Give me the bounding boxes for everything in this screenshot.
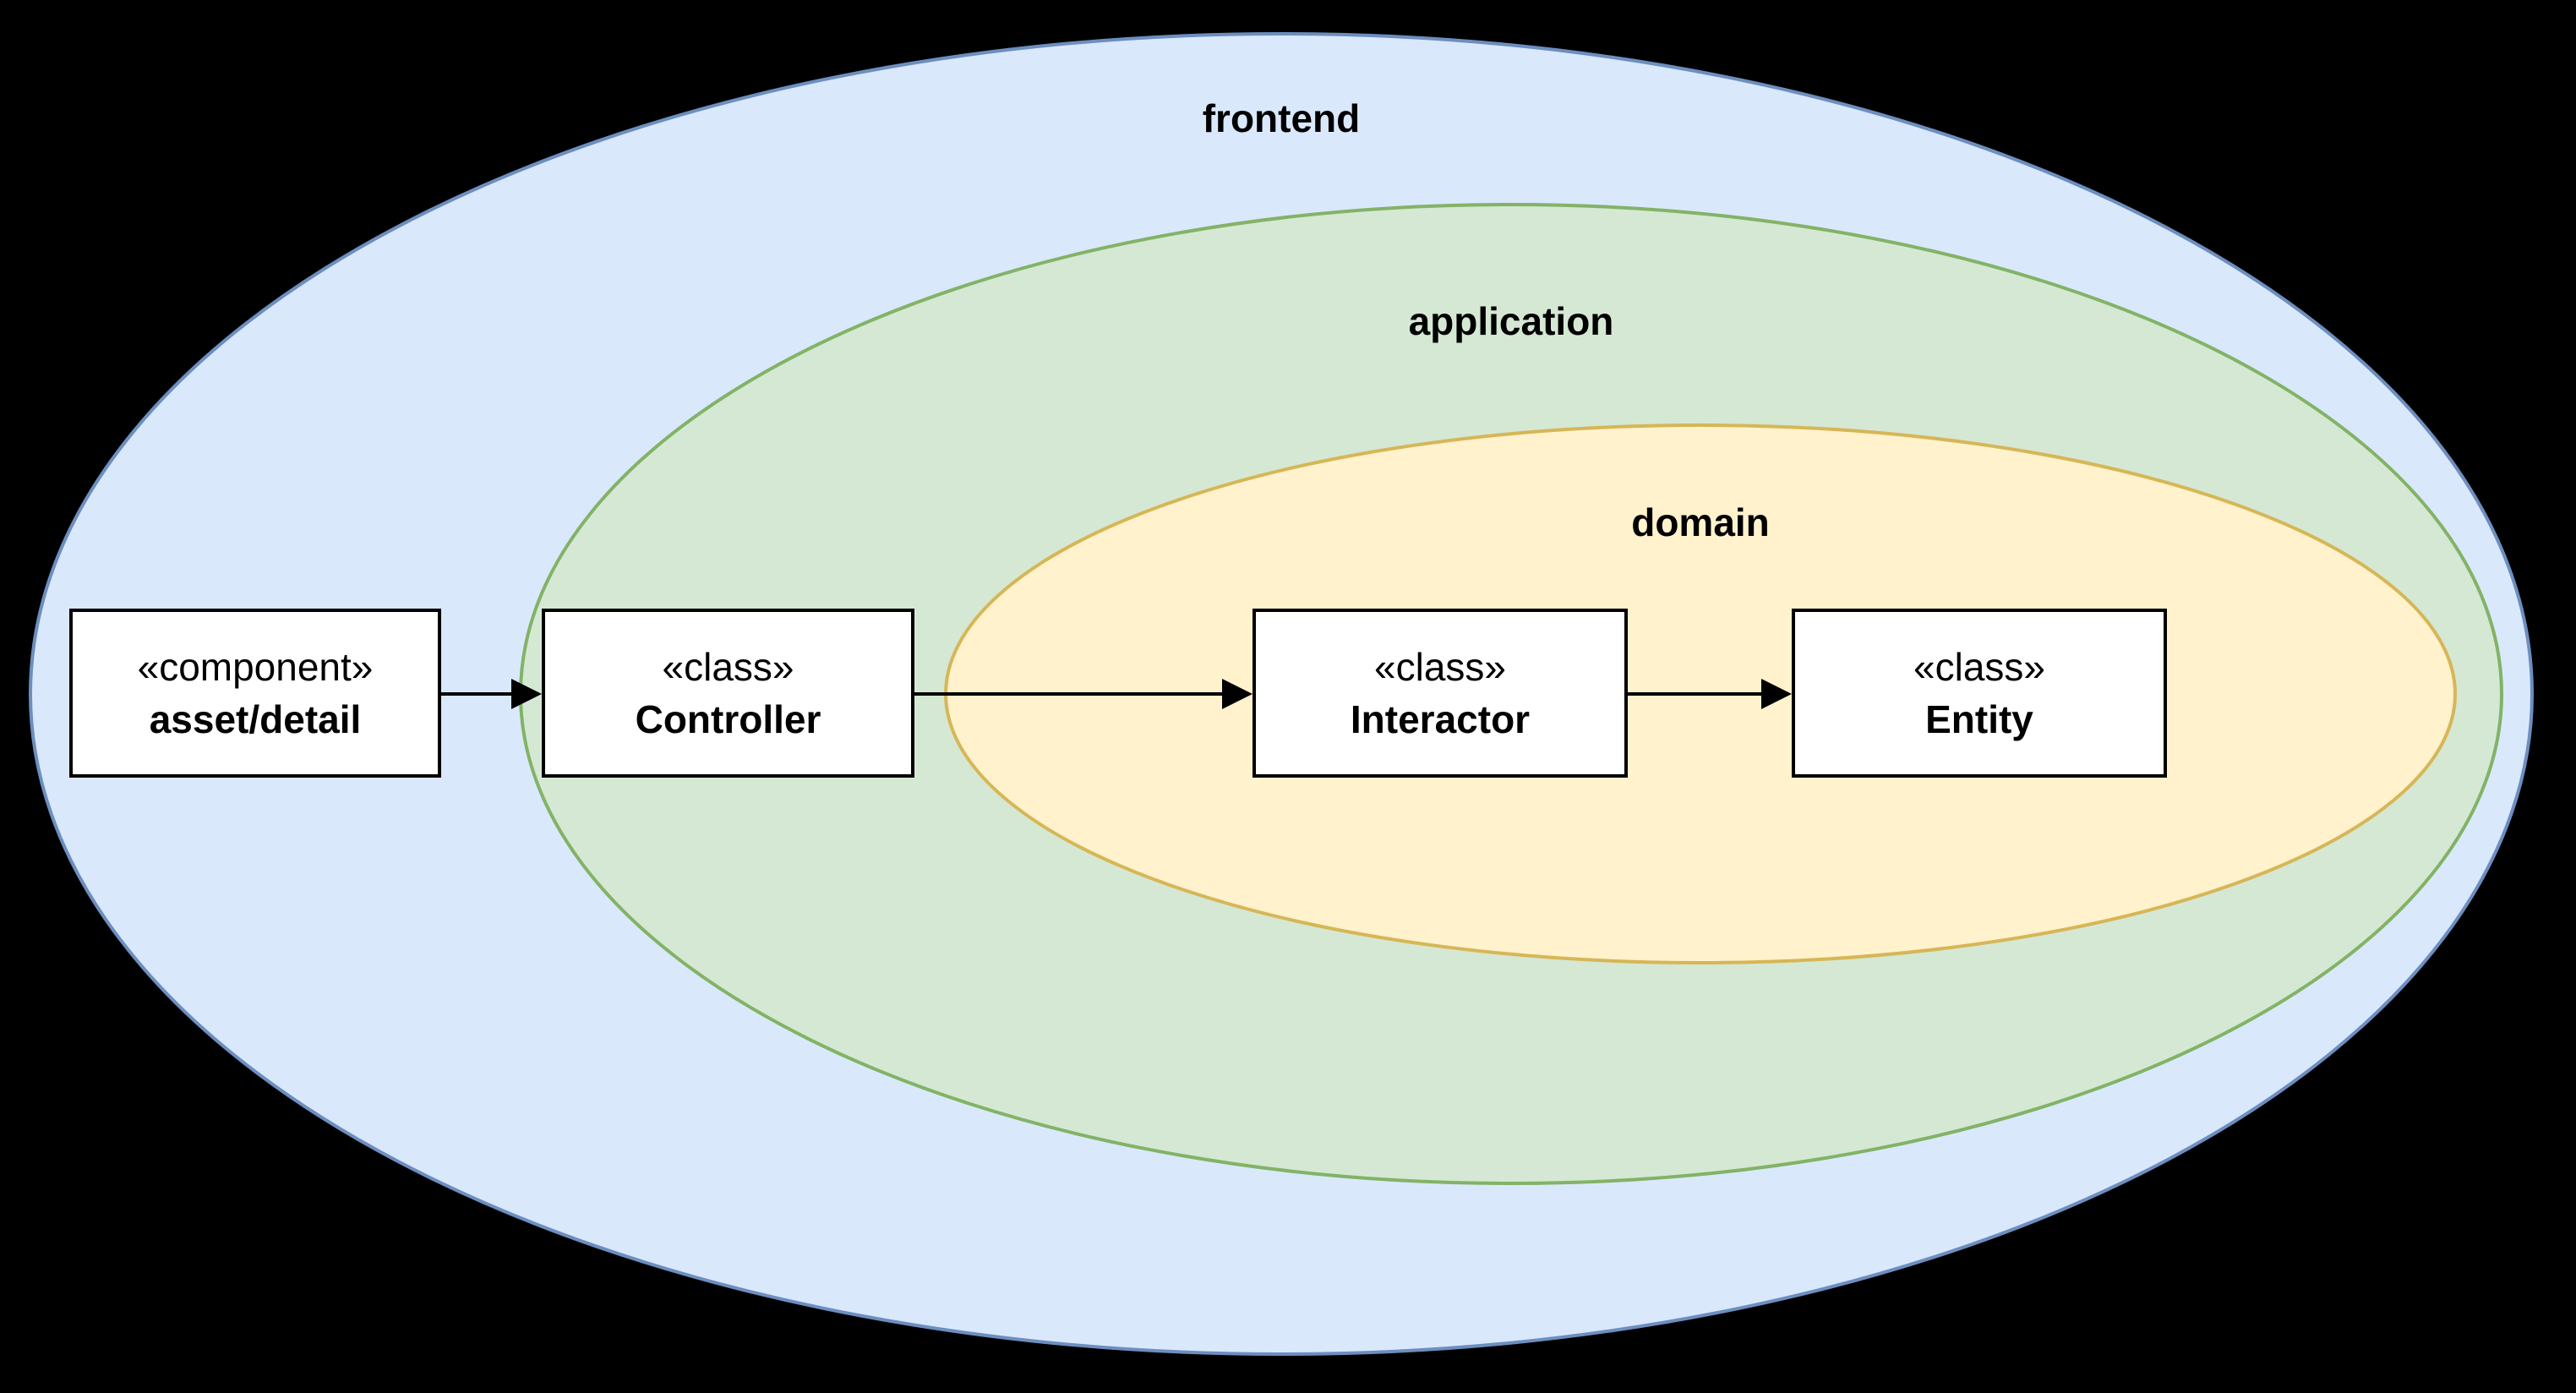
node-stereotype: «class» (1913, 645, 2045, 689)
node-stereotype: «class» (662, 645, 794, 689)
arrowhead-icon (1222, 679, 1253, 709)
arrow-controller-to-interactor (914, 679, 1253, 709)
class-node-entity: «class» Entity (1792, 609, 2167, 778)
frontend-layer-label: frontend (1202, 96, 1361, 140)
node-name: Controller (635, 697, 821, 741)
class-node-interactor: «class» Interactor (1253, 609, 1628, 778)
arrow-interactor-to-entity (1628, 679, 1792, 709)
node-name: asset/detail (149, 697, 362, 741)
arrow-assetdetail-to-controller (441, 679, 542, 709)
arrowhead-icon (511, 679, 542, 709)
arrowhead-icon (1761, 679, 1792, 709)
node-name: Entity (1925, 697, 2033, 741)
node-name: Interactor (1350, 697, 1531, 741)
node-stereotype: «class» (1374, 645, 1506, 689)
component-node-asset-detail: «component» asset/detail (69, 609, 441, 778)
domain-layer-label: domain (1631, 500, 1770, 544)
node-stereotype: «component» (137, 645, 374, 689)
application-layer-label: application (1408, 299, 1614, 343)
class-node-controller: «class» Controller (542, 609, 914, 778)
